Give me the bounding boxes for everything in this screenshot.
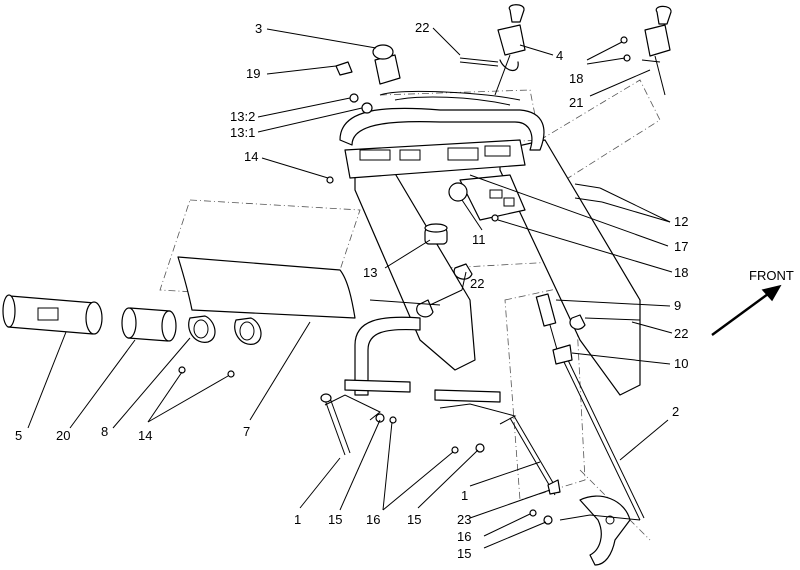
lower-pivot-bracket [579, 495, 631, 566]
callout-18-top: 18 [569, 71, 583, 86]
part-10-bracket [552, 344, 573, 365]
callout-labels: 3 22 4 19 18 21 13:2 13:1 14 12 17 11 18… [15, 20, 688, 561]
part-3-knob [372, 44, 401, 85]
part-14-screw-top [326, 176, 334, 184]
callout-1-left: 1 [294, 512, 301, 527]
part-14-screw-a [178, 366, 186, 374]
callout-12: 12 [674, 214, 688, 229]
callout-8: 8 [101, 424, 108, 439]
part-5-grip-tube [2, 294, 103, 335]
callout-14-top: 14 [244, 149, 258, 164]
front-arrow-icon [711, 290, 773, 336]
callout-7: 7 [243, 424, 250, 439]
lower-bail-handle [354, 316, 421, 396]
callout-16: 16 [366, 512, 380, 527]
leader-lines [27, 27, 673, 549]
lower-crossbar-right [434, 389, 501, 403]
callout-16-bottom: 16 [457, 529, 471, 544]
callout-9: 9 [674, 298, 681, 313]
lower-crossbar-left [344, 379, 411, 393]
callout-23: 23 [457, 512, 471, 527]
callout-5: 5 [15, 428, 22, 443]
callout-15-bottom: 15 [457, 546, 471, 561]
front-label: FRONT [749, 268, 794, 283]
upper-handle-bar [339, 107, 545, 151]
callout-13-2: 13:2 [230, 109, 255, 124]
part-20-sleeve [121, 307, 177, 342]
connector-11 [448, 182, 468, 202]
callout-22-mid: 22 [470, 276, 484, 291]
front-direction-indicator: FRONT [711, 268, 794, 336]
part-14-screw-b [227, 370, 235, 378]
part-13-capacitor [424, 223, 448, 245]
callout-15-left: 15 [328, 512, 342, 527]
callout-11: 11 [472, 232, 486, 247]
callout-2: 2 [672, 404, 679, 419]
part-2-rod [562, 359, 641, 521]
callout-14: 14 [138, 428, 152, 443]
part-12-bolt-b [574, 197, 603, 203]
part-13-1-washer [361, 102, 373, 114]
part-4-lever [494, 4, 526, 96]
callout-1-right: 1 [461, 488, 468, 503]
callout-20: 20 [56, 428, 70, 443]
part-18-nut [491, 214, 499, 222]
part-8-clamp-a [188, 315, 216, 343]
callout-17: 17 [674, 239, 688, 254]
callout-13: 13 [363, 265, 377, 280]
part-22-rod-top [459, 57, 499, 63]
part-7-cover [177, 256, 356, 319]
part-22-clip-mid [453, 263, 473, 280]
callout-15-mid: 15 [407, 512, 421, 527]
callout-19: 19 [246, 66, 260, 81]
callout-21: 21 [569, 95, 583, 110]
callout-3: 3 [255, 21, 262, 36]
callout-13-1: 13:1 [230, 125, 255, 140]
part-8-clamp-b [234, 317, 262, 345]
callout-10: 10 [674, 356, 688, 371]
part-23-clip [547, 479, 561, 495]
callout-4: 4 [556, 48, 563, 63]
left-frame-plate [354, 164, 476, 371]
part-12-bolt-a [574, 183, 601, 189]
part-22-clip-right [569, 314, 586, 330]
part-19-clip [335, 61, 353, 76]
part-13-2-washer [349, 93, 359, 103]
part-21-lever [641, 5, 672, 96]
part-9-gas-spring [535, 293, 561, 361]
callout-22-right: 22 [674, 326, 688, 341]
callout-18: 18 [674, 265, 688, 280]
callout-22-top: 22 [415, 20, 429, 35]
part-1-lever-left [320, 393, 351, 456]
